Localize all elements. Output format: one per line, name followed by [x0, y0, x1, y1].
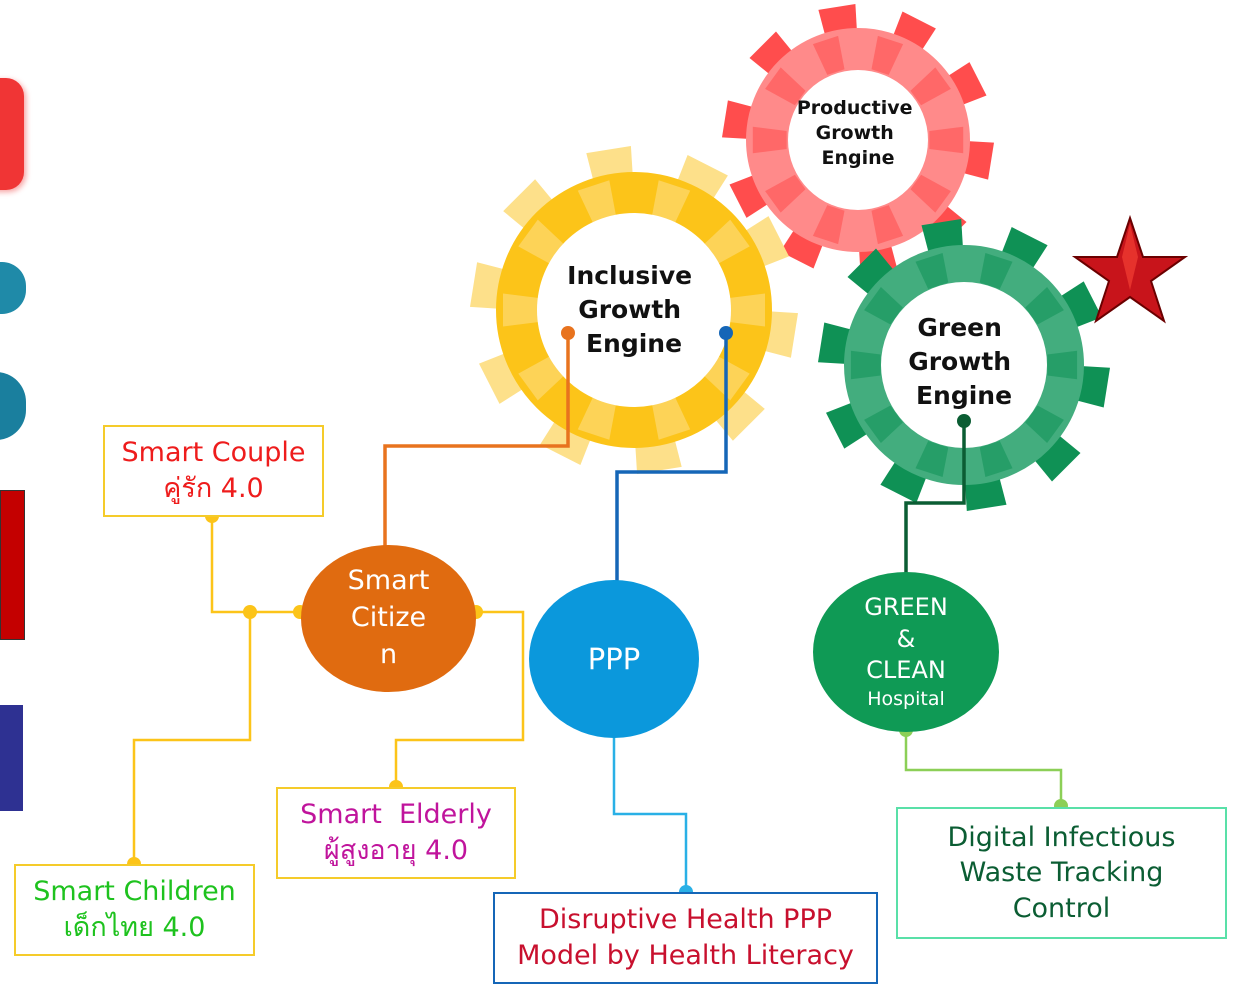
- left-logo-darkred-fragment: [0, 490, 25, 640]
- disruptive-line-2: Model by Health Literacy: [517, 940, 854, 971]
- smart-citizen-line-3: n: [379, 638, 398, 670]
- green-clean-line-3: CLEAN: [866, 656, 946, 685]
- gear-segment: [850, 350, 881, 380]
- smart-elderly-line-2: ผู้สูงอายุ 4.0: [323, 835, 469, 866]
- gear-segment: [871, 35, 904, 75]
- ppp-node[interactable]: PPP: [529, 580, 699, 738]
- gear-segment: [915, 441, 949, 477]
- gear-segment: [1025, 405, 1064, 443]
- connector-dot: [957, 414, 971, 428]
- gear-hub: [537, 213, 731, 407]
- gear-segment: [1047, 350, 1078, 380]
- gear-segment: [915, 253, 949, 289]
- gear-segment: [518, 219, 564, 264]
- disruptive-health-box: Disruptive Health PPP Model by Health Li…: [493, 892, 878, 984]
- left-logo-navy-fragment: [0, 705, 23, 811]
- smart-citizen-line-1: Smart: [347, 565, 430, 597]
- productive-gear-label: Productive Growth Engine: [797, 97, 919, 169]
- gear-segment: [652, 396, 691, 440]
- green-clean-line-1: GREEN: [864, 592, 948, 621]
- smart-elderly-connector: [394, 610, 525, 787]
- gear-segment: [929, 126, 964, 154]
- inclusive-to-ppp-line: [615, 333, 728, 612]
- gear-segment: [812, 205, 845, 245]
- smart-children-line-2: เด็กไทย 4.0: [63, 912, 206, 943]
- smart-children-line-1: Smart Children: [33, 876, 236, 908]
- star-highlight-icon: [1122, 224, 1138, 290]
- ppp-to-disruptive-connector: [612, 734, 688, 892]
- gear-hub: [788, 70, 928, 210]
- left-logo-red-fragment: [0, 78, 24, 190]
- gear-segment: [503, 293, 539, 327]
- gear-segment: [577, 396, 616, 440]
- gear-segment: [752, 126, 787, 154]
- green-gear-label: Green Growth Engine: [908, 313, 1020, 410]
- digital-waste-line-2: Waste Tracking: [959, 857, 1164, 889]
- gear-segment: [765, 67, 806, 106]
- gear-segment: [979, 441, 1013, 477]
- inclusive-to-smart-citizen-line: [383, 333, 570, 552]
- gear-segment: [518, 356, 564, 401]
- gear-segment: [910, 67, 951, 106]
- digital-waste-line-1: Digital Infectious: [947, 821, 1176, 853]
- smart-couple-line-1: Smart Couple: [121, 437, 306, 469]
- gear-segment: [979, 253, 1013, 289]
- connector-dot: [243, 605, 257, 619]
- gear-segment: [577, 180, 616, 224]
- gear-segment: [910, 174, 951, 213]
- gear-segment: [1025, 287, 1064, 325]
- digital-waste-line-3: Control: [1012, 892, 1111, 924]
- disruptive-line-1: Disruptive Health PPP: [538, 904, 833, 936]
- ppp-label: PPP: [587, 642, 641, 676]
- smart-couple-box: Smart Couple คู่รัก 4.0: [103, 425, 324, 517]
- gear-segment: [765, 174, 806, 213]
- green-clean-line-4: Hospital: [867, 687, 945, 710]
- gear-segment: [864, 287, 903, 325]
- green-clean-to-waste-connector: [904, 730, 1063, 806]
- smart-couple-line-2: คู่รัก 4.0: [163, 473, 264, 504]
- green-gear-to-green-clean-line: [904, 421, 966, 582]
- gear-segment: [652, 180, 691, 224]
- gear-hub: [881, 282, 1047, 448]
- inclusive-gear: [470, 146, 798, 474]
- digital-waste-box: Digital Infectious Waste Tracking Contro…: [896, 807, 1227, 939]
- smart-elderly-line-1: Smart Elderly: [300, 799, 492, 831]
- gear-segment: [704, 219, 750, 264]
- inclusive-gear-label: Inclusive Growth Engine: [567, 261, 701, 358]
- smart-citizen-node[interactable]: Smart Citize n: [301, 545, 476, 692]
- gear-segment: [864, 405, 903, 443]
- smart-children-box: Smart Children เด็กไทย 4.0: [14, 864, 255, 956]
- gear-segment: [812, 35, 845, 75]
- smart-citizen-line-2: Citize: [350, 602, 427, 634]
- green-clean-hospital-node[interactable]: GREEN & CLEAN Hospital: [813, 572, 999, 732]
- gear-segment: [729, 293, 765, 327]
- smart-elderly-box: Smart Elderly ผู้สูงอายุ 4.0: [276, 787, 516, 879]
- gear-segment: [871, 205, 904, 245]
- smart-children-connector: [132, 612, 252, 864]
- smart-couple-connector: [210, 516, 300, 614]
- connector-dot: [561, 326, 575, 340]
- green-clean-line-2: &: [896, 624, 916, 653]
- connector-dot: [719, 326, 733, 340]
